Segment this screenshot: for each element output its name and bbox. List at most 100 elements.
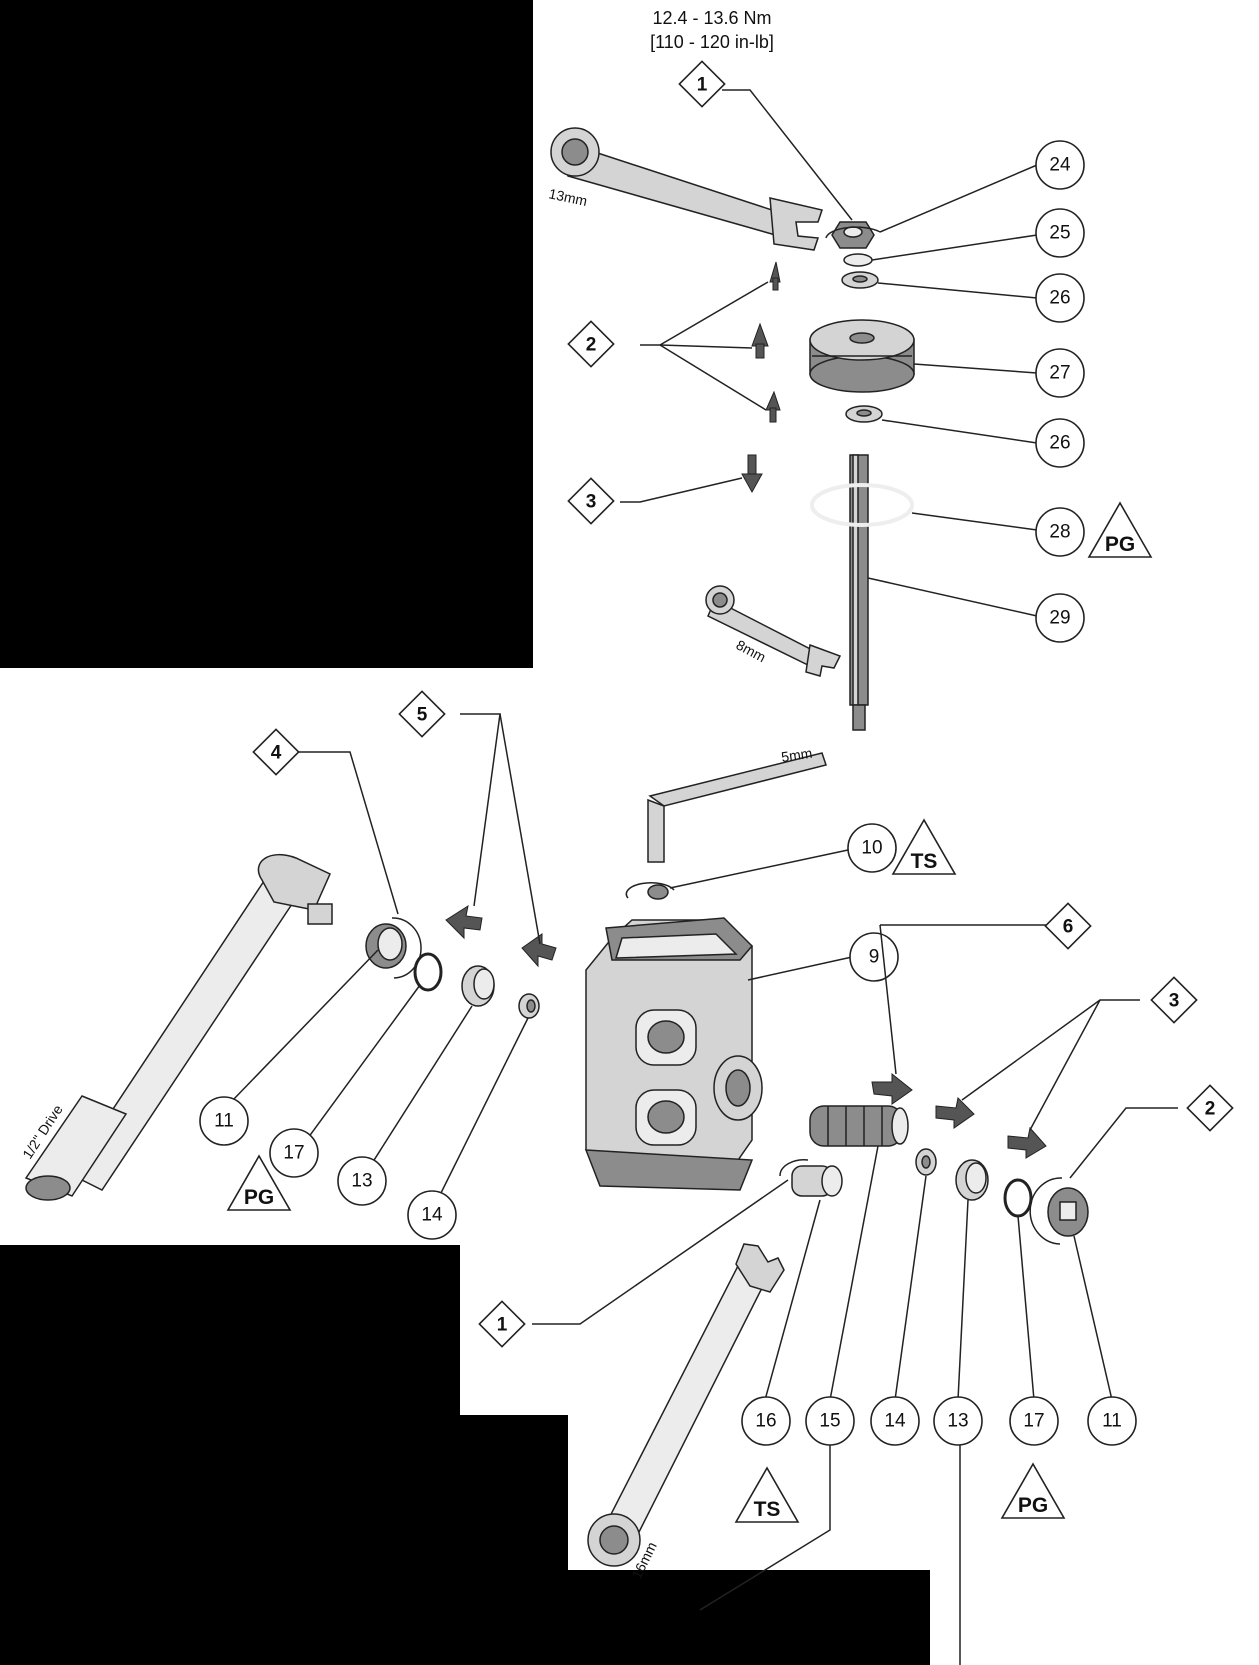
svg-text:2: 2 — [586, 335, 597, 356]
part-seat-11-right — [1029, 1177, 1089, 1245]
pg-symbol: PG — [226, 1154, 292, 1211]
svg-text:PG: PG — [1018, 1494, 1048, 1517]
svg-text:11: 11 — [214, 1111, 234, 1132]
hex-key-5mm-label: 5mm — [780, 745, 813, 765]
callout-26: 26 — [1035, 418, 1085, 468]
wrench-13mm-icon: 13mm — [547, 127, 823, 251]
svg-text:29: 29 — [1049, 608, 1070, 629]
arrow-up-icon — [751, 322, 769, 359]
arrow-left-icon — [445, 904, 483, 940]
step-marker-2-right: 2 — [1186, 1084, 1234, 1132]
callout-28: 28 — [1035, 507, 1085, 557]
arrow-down-icon — [741, 454, 763, 494]
svg-text:PG: PG — [244, 1186, 274, 1209]
ratchet-half-inch-icon: 1/2" Drive — [19, 853, 333, 1201]
part-washer-26a — [841, 271, 879, 289]
svg-text:TS: TS — [754, 1498, 781, 1521]
svg-text:15: 15 — [819, 1411, 840, 1432]
part-nut-24 — [825, 221, 881, 249]
arrow-up-icon — [765, 390, 781, 423]
svg-text:1: 1 — [497, 1315, 508, 1336]
middle-leaders — [231, 713, 853, 1212]
arrow-up-icon — [769, 261, 781, 291]
callout-13: 13 — [337, 1156, 387, 1206]
step-marker-6: 6 — [1044, 902, 1092, 950]
svg-text:25: 25 — [1049, 223, 1070, 244]
svg-text:28: 28 — [1049, 522, 1070, 543]
part-spool-15 — [809, 1105, 909, 1147]
svg-text:TS: TS — [911, 850, 938, 873]
step-marker-5: 5 — [398, 690, 446, 738]
part-washer-26b — [845, 405, 883, 423]
callout-24: 24 — [1035, 140, 1085, 190]
arrow-right-icon — [871, 1072, 913, 1105]
bottom-leaders — [532, 924, 1178, 1665]
torque-spec-nm: 12.4 - 13.6 Nm — [652, 8, 771, 28]
torque-spec: 12.4 - 13.6 Nm [110 - 120 in-lb] — [650, 8, 774, 52]
svg-text:27: 27 — [1049, 363, 1070, 384]
wrench-8mm-icon: 8mm — [705, 585, 842, 677]
svg-text:17: 17 — [1023, 1411, 1044, 1432]
callout-13: 13 — [933, 1396, 983, 1446]
part-ball-13-left — [461, 965, 495, 1007]
part-rod-29 — [849, 454, 869, 731]
ts-symbol: TS — [891, 818, 957, 875]
callout-11: 11 — [1087, 1396, 1137, 1446]
part-ball-13-right — [955, 1159, 989, 1201]
step-marker-3-top: 3 — [567, 477, 615, 525]
svg-text:1: 1 — [697, 75, 708, 96]
ts-symbol: TS — [734, 1466, 800, 1523]
svg-text:3: 3 — [586, 492, 597, 513]
svg-text:10: 10 — [861, 838, 882, 859]
pg-symbol: PG — [1000, 1462, 1066, 1519]
pg-symbol: PG — [1087, 501, 1153, 558]
svg-text:16: 16 — [755, 1411, 776, 1432]
callout-16: 16 — [741, 1396, 791, 1446]
part-oring-17-left — [413, 952, 443, 992]
step-marker-4: 4 — [252, 728, 300, 776]
callout-10: 10 — [847, 823, 897, 873]
callout-14: 14 — [870, 1396, 920, 1446]
torque-spec-inlb: [110 - 120 in-lb] — [650, 32, 774, 52]
callout-25: 25 — [1035, 208, 1085, 258]
svg-text:13: 13 — [947, 1411, 968, 1432]
wrench-16mm-icon: 16mm — [587, 1243, 785, 1581]
part-guide-14-right — [915, 1148, 937, 1176]
part-guide-14-left — [518, 993, 540, 1019]
arrow-left-icon — [521, 933, 557, 968]
svg-text:3: 3 — [1169, 991, 1180, 1012]
callout-14: 14 — [407, 1190, 457, 1240]
part-washer-25 — [843, 253, 873, 267]
arrow-right-icon — [1007, 1126, 1047, 1159]
svg-text:5: 5 — [417, 705, 428, 726]
arrow-right-icon — [935, 1096, 975, 1129]
svg-text:14: 14 — [884, 1411, 906, 1432]
svg-text:26: 26 — [1049, 433, 1070, 454]
step-marker-2-top: 2 — [567, 320, 615, 368]
svg-text:9: 9 — [869, 947, 880, 968]
callout-9: 9 — [849, 932, 899, 982]
callout-17: 17 — [269, 1128, 319, 1178]
svg-text:4: 4 — [271, 743, 282, 764]
svg-text:6: 6 — [1063, 917, 1074, 938]
svg-text:26: 26 — [1049, 288, 1070, 309]
part-oring-28-highlight — [810, 483, 914, 527]
svg-text:13: 13 — [351, 1171, 372, 1192]
callout-27: 27 — [1035, 348, 1085, 398]
callout-15: 15 — [805, 1396, 855, 1446]
part-screw-10 — [625, 882, 675, 900]
callout-11: 11 — [199, 1096, 249, 1146]
svg-text:11: 11 — [1102, 1411, 1122, 1432]
svg-text:14: 14 — [421, 1205, 443, 1226]
callout-17: 17 — [1009, 1396, 1059, 1446]
top-leaders — [620, 89, 1038, 617]
callout-26: 26 — [1035, 273, 1085, 323]
wrench-13mm-label: 13mm — [547, 185, 588, 209]
svg-text:17: 17 — [283, 1143, 304, 1164]
part-plug-16 — [779, 1159, 843, 1197]
step-marker-1-top: 1 — [678, 60, 726, 108]
step-marker-3-right: 3 — [1150, 976, 1198, 1024]
svg-text:PG: PG — [1105, 533, 1135, 556]
